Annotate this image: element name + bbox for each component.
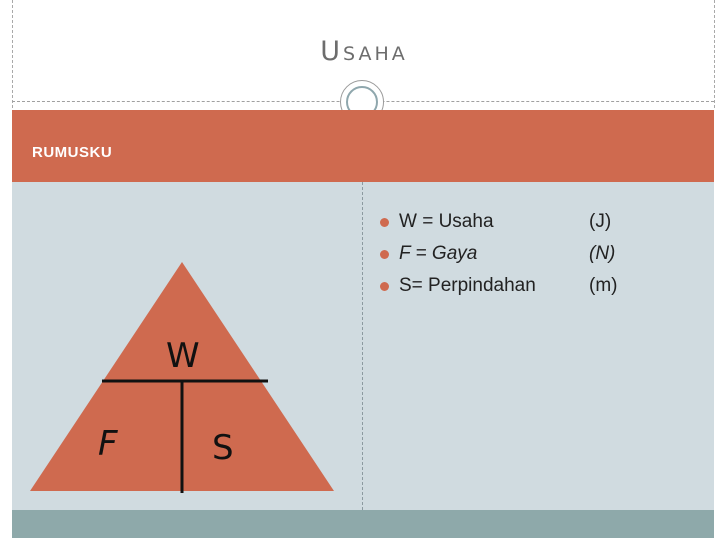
- bullet-row: S= Perpindahan (m): [380, 270, 649, 302]
- bullet-unit: (m): [589, 275, 618, 296]
- section-label: RUMUSKU: [32, 144, 113, 161]
- bullet-text: S= Perpindahan: [399, 275, 536, 296]
- footer-band: [12, 510, 714, 538]
- section-header-band: RUMUSKU: [12, 110, 714, 182]
- bullet-dot-icon: [380, 249, 389, 259]
- bullet-list: W = Usaha (J) F = Gaya (N) S= Perpindaha…: [380, 206, 649, 302]
- bullet-unit: (N): [589, 243, 616, 264]
- triangle-label-bottom-left: F: [98, 424, 118, 464]
- frame-line-right: [714, 0, 715, 108]
- triangle-label-bottom-right: S: [212, 428, 234, 468]
- bullet-unit: (J): [589, 211, 612, 232]
- column-divider: [362, 182, 363, 510]
- bullet-dot-icon: [380, 217, 389, 227]
- bullet-dot-icon: [380, 281, 389, 291]
- slide-title: Usaha: [320, 36, 408, 67]
- triangle-label-top: W: [166, 336, 200, 376]
- bullet-row: F = Gaya (N): [380, 238, 649, 270]
- frame-line-left: [12, 0, 13, 108]
- bullet-text: F = Gaya: [399, 243, 478, 264]
- triangle-shape: [30, 262, 334, 491]
- bullet-text: W = Usaha: [399, 211, 494, 232]
- bullet-row: W = Usaha (J): [380, 206, 649, 238]
